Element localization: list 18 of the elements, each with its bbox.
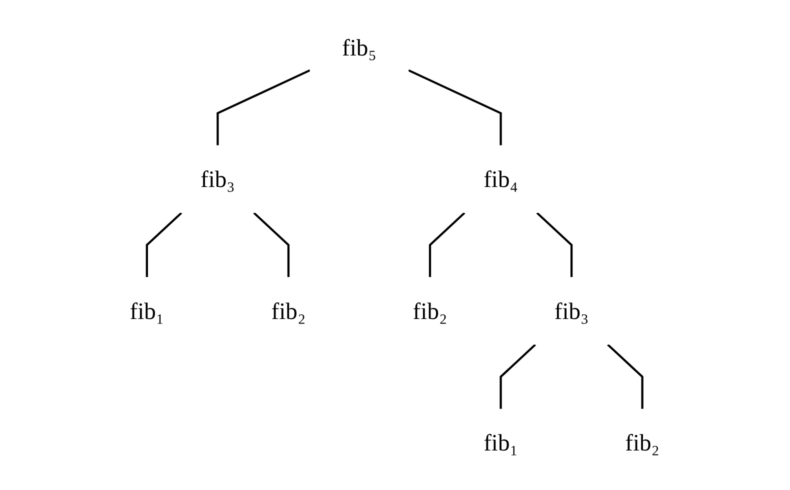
connector — [217, 69, 311, 146]
node-text: fib₄ — [484, 166, 518, 192]
node-text: fib₃ — [200, 166, 236, 192]
node-text: fib₅ — [342, 34, 377, 61]
connector — [429, 212, 466, 278]
node-text: fib₃ — [554, 297, 590, 324]
connector — [254, 212, 290, 278]
node-text: fib₂ — [413, 297, 448, 324]
connector — [146, 212, 183, 278]
node-text: fib₂ — [625, 429, 660, 456]
tree-diagram: fib₅ fib₃ fib₄ fib₁ fib₂ fib₂ fib₃ fib₁ fib₂ — [89, 5, 701, 485]
connector — [408, 69, 502, 146]
node-text: fib₂ — [272, 297, 306, 324]
connector — [607, 344, 644, 409]
node-text: fib₁ — [484, 429, 518, 456]
connector — [536, 212, 573, 278]
node-text: fib₁ — [130, 297, 164, 324]
connector — [500, 344, 536, 409]
